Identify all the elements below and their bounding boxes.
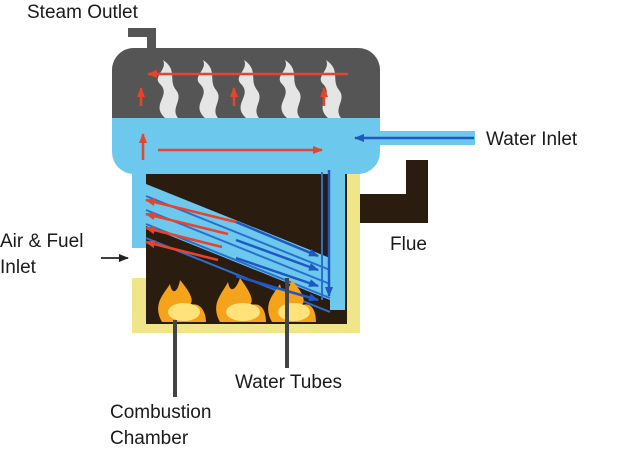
steam-drum — [112, 48, 380, 174]
air-fuel-inlet-label-line1: Air & Fuel — [0, 231, 84, 252]
flue-label: Flue — [390, 234, 427, 255]
steam-outlet-label: Steam Outlet — [27, 2, 138, 23]
water-inlet-label: Water Inlet — [486, 129, 578, 150]
water-tubes-label: Water Tubes — [235, 372, 343, 393]
cold-flow-arrows — [235, 170, 333, 302]
combustion-chamber-label-line1: Combustion — [110, 402, 212, 423]
air-fuel-inlet-label-line2: Inlet — [0, 257, 36, 278]
combustion-chamber-label-line2: Chamber — [110, 428, 189, 449]
flue — [346, 160, 428, 223]
hot-flow-arrows — [137, 70, 348, 262]
